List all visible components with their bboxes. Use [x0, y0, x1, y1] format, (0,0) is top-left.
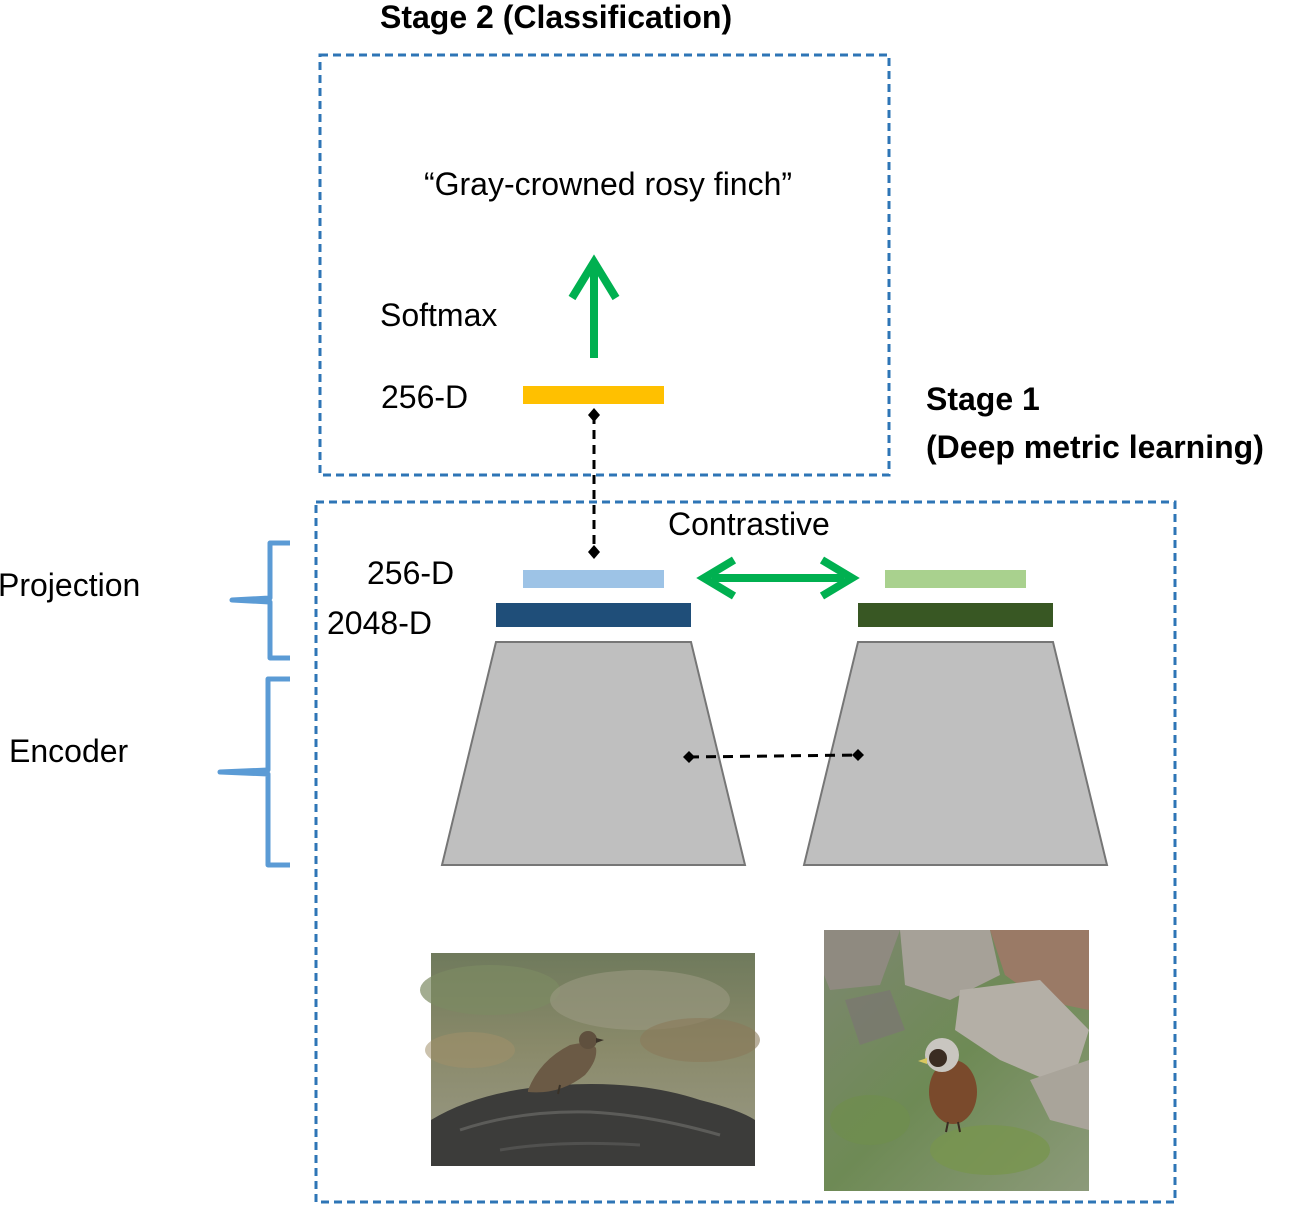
left-bird-photo [420, 953, 760, 1166]
right-projection-256-bar [885, 570, 1026, 588]
left-projection-256-bar [523, 570, 664, 588]
softmax-feature-bar [523, 386, 664, 404]
projection-256-label: 256-D [367, 555, 454, 591]
softmax-label: Softmax [380, 297, 497, 333]
projection-brace-label: Projection [0, 567, 140, 603]
encoder-brace-label: Encoder [9, 733, 129, 769]
shared-weights-connector [683, 749, 864, 763]
contrastive-label: Contrastive [668, 506, 830, 542]
feature-transfer-connector [588, 408, 600, 559]
right-projection-2048-bar [858, 603, 1053, 627]
stage1-title-line1: Stage 1 [926, 381, 1040, 417]
softmax-arrow [568, 254, 620, 358]
stage1-title-line2: (Deep metric learning) [926, 429, 1264, 465]
left-bird [528, 1031, 604, 1095]
projection-2048-label: 2048-D [327, 605, 432, 641]
stage2-title: Stage 2 (Classification) [380, 0, 732, 35]
right-bird [918, 1038, 977, 1133]
stage1-box [314, 500, 1177, 1204]
contrastive-arrow [696, 556, 860, 600]
left-projection-2048-bar [496, 603, 691, 627]
class-output-label: “Gray-crowned rosy finch” [424, 166, 792, 202]
stage2-box [318, 53, 891, 477]
softmax-feature-label: 256-D [381, 379, 468, 415]
right-encoder [802, 641, 1109, 866]
right-bird-photo [824, 930, 1089, 1191]
encoder-brace [217, 676, 290, 868]
projection-brace [229, 540, 290, 661]
left-encoder [440, 641, 747, 866]
